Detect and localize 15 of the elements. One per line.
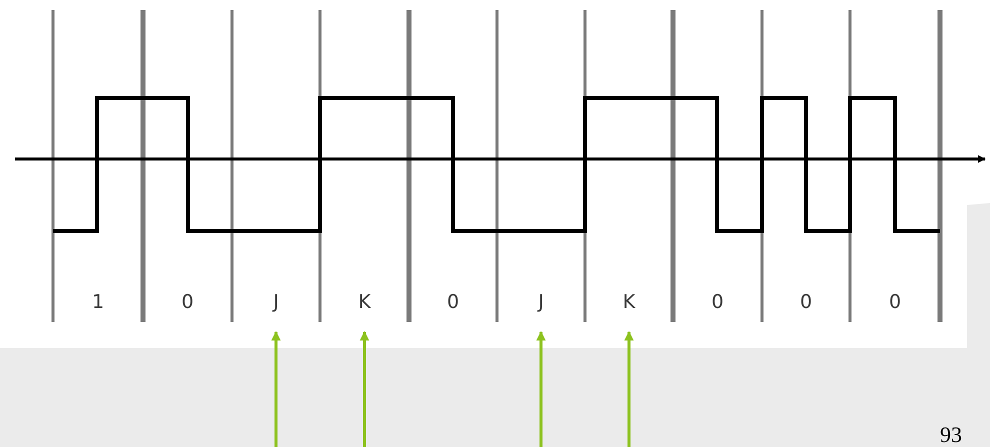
bit-symbol: K [350,290,380,314]
bit-symbol: 0 [880,290,910,314]
bit-symbol: 0 [172,290,202,314]
bit-symbol: 0 [438,290,468,314]
bit-symbol: 1 [83,290,113,314]
page-number: 93 [940,422,962,447]
bit-symbol: 0 [791,290,821,314]
pointer-arrow [360,331,370,447]
bit-symbol: K [614,290,644,314]
bit-symbol: J [526,290,556,314]
pointer-arrow [271,331,281,447]
bit-symbol: 0 [702,290,732,314]
pointer-arrow [624,331,634,447]
bit-symbol: J [261,290,291,314]
pointer-arrow [536,331,546,447]
